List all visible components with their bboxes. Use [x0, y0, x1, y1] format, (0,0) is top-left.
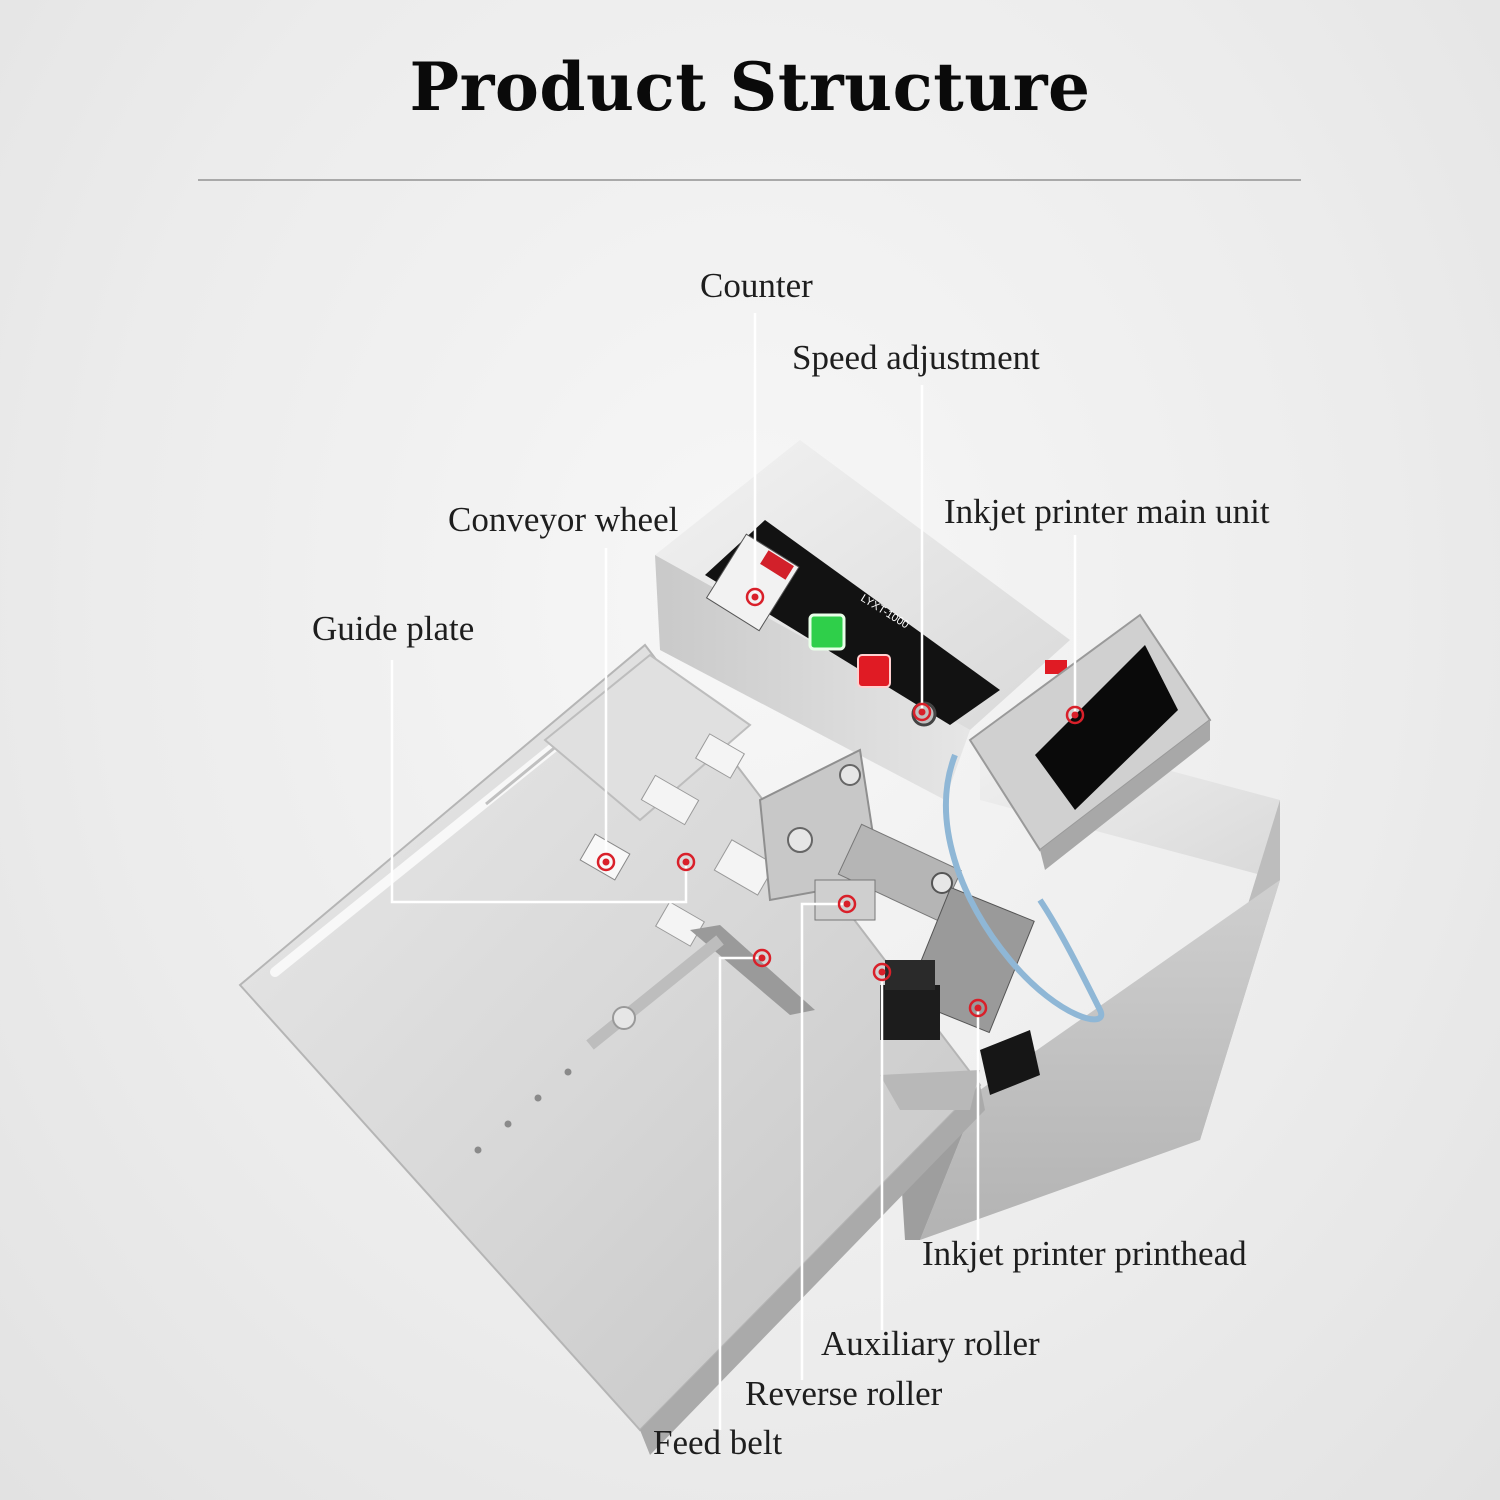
auxiliary-roller-marker	[872, 962, 892, 982]
inkjet-main-unit-marker	[1065, 705, 1085, 725]
feed-tray	[238, 643, 985, 1455]
callout-label-counter: Counter	[700, 266, 813, 305]
title-divider	[198, 179, 1301, 181]
reverse-roller-marker	[837, 894, 857, 914]
control-box: LYXT-1000	[655, 440, 1070, 800]
callout-label-inkjet-printer-printhead: Inkjet printer printhead	[922, 1234, 1247, 1273]
callout-label-guide-plate: Guide plate	[312, 609, 475, 648]
callout-label-speed-adjustment: Speed adjustment	[792, 338, 1040, 377]
feed-belt-marker	[752, 948, 772, 968]
callout-label-auxiliary-roller: Auxiliary roller	[821, 1324, 1040, 1363]
guide-plate-marker	[676, 852, 696, 872]
conveyor-wheel-marker	[596, 852, 616, 872]
callout-label-feed-belt: Feed belt	[653, 1423, 783, 1462]
printhead-marker	[968, 998, 988, 1018]
callout-markers	[596, 587, 1085, 1018]
feeder-mechanism	[758, 748, 1105, 1110]
leader-lines	[390, 313, 1077, 1430]
callout-label-reverse-roller: Reverse roller	[745, 1374, 943, 1413]
callout-label-conveyor-wheel: Conveyor wheel	[448, 500, 679, 539]
speed-adjustment-marker	[912, 702, 932, 722]
counter-marker	[745, 587, 765, 607]
page-title: Product Structure	[409, 48, 1091, 126]
callout-label-inkjet-printer-main-unit: Inkjet printer main unit	[944, 492, 1270, 531]
inkjet-main-unit	[968, 613, 1212, 870]
